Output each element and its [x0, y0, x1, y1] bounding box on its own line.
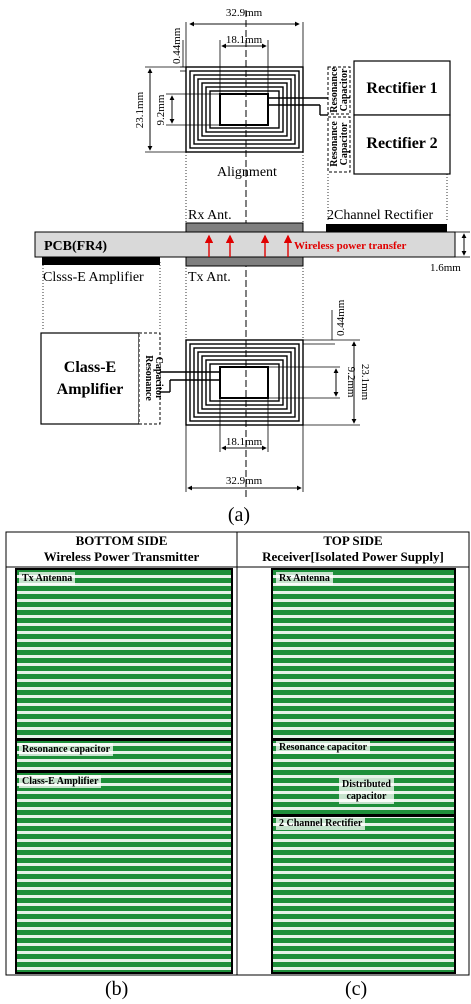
rx-resonance-capacitor: [327, 66, 351, 115]
rectifier-1-box: [353, 60, 451, 116]
two-channel-rectifier-photo-label: 2 Channel Rectifier: [276, 817, 366, 830]
pcb-board: [34, 231, 456, 258]
resonance-capacitor-right-label: Resonance capacitor: [276, 741, 371, 754]
class-e-amplifier-label: Class-E Amplifier: [19, 775, 102, 788]
resonance-capacitor-left-label: Resonance capacitor: [19, 743, 114, 756]
thickness-label: 1.6mm: [430, 262, 461, 274]
rectifier-2-label: Rectifier 2: [366, 135, 437, 152]
bottom-side-header: BOTTOM SIDE Wireless Power Transmitter: [6, 533, 237, 565]
rx-ant-block: [185, 222, 304, 233]
distributed-line-2: capacitor: [346, 791, 387, 802]
receiver-photo: [271, 568, 456, 974]
tx-height-dim: 23.1mm: [359, 364, 371, 401]
rx-ant-label: Rx Ant.: [188, 208, 232, 223]
rx-dimensions: [145, 21, 304, 153]
tx-res-cap-label-2: Capacitor: [153, 357, 164, 400]
top-side-header: TOP SIDE Receiver[Isolated Power Supply]: [237, 533, 469, 565]
top-side-title: TOP SIDE: [323, 533, 383, 548]
photo-divider: [17, 738, 231, 741]
tx-res-cap-label-1: Resonance: [143, 355, 154, 401]
thickness-dim: [455, 231, 470, 258]
photo-divider: [273, 814, 454, 817]
class-e-line-2: Amplifier: [57, 381, 124, 398]
rectifier-1-label: Rectifier 1: [366, 80, 437, 97]
tx-ant-label: Tx Ant.: [188, 270, 231, 285]
tx-inner-dim: 18.1mm: [226, 436, 263, 448]
class-e-amplifier-box: [40, 332, 140, 425]
rx-trace-dim: 0.44mm: [171, 27, 183, 64]
two-channel-rectifier-label: 2Channel Rectifier: [327, 208, 433, 223]
tx-antenna-label: Tx Antenna: [19, 572, 76, 585]
photo-divider: [17, 770, 231, 773]
rx-resonance-capacitor-2: [327, 116, 351, 173]
tx-ant-block: [185, 256, 304, 267]
pcb-label: PCB(FR4): [44, 239, 107, 254]
tx-trace-dim: 0.44mm: [335, 299, 347, 336]
wireless-power-transfer-label: Wireless power transfer: [294, 240, 407, 252]
alignment-label: Alignment: [217, 165, 277, 180]
caption-a: (a): [228, 504, 250, 526]
caption-b: (b): [105, 978, 129, 1000]
rx-antenna-label: Rx Antenna: [276, 572, 333, 585]
rx-coil: [185, 66, 328, 153]
transmitter-photo: [15, 568, 233, 974]
rx-res-cap-label-4: Capacitor: [339, 122, 350, 165]
rx-inner-dim: 18.1mm: [226, 34, 263, 46]
rx-outer-dim: 32.9mm: [226, 7, 263, 19]
rx-res-cap-label-1: Resonance: [329, 67, 340, 113]
rx-height-dim: 23.1mm: [134, 91, 146, 128]
rx-window-dim: 9.2mm: [155, 94, 167, 125]
rx-res-cap-label-2: Capacitor: [339, 68, 350, 111]
tx-outer-dim: 32.9mm: [226, 475, 263, 487]
photo-table: [5, 531, 470, 976]
distributed-line-1: Distributed: [342, 779, 391, 790]
tx-window-dim: 9.2mm: [345, 367, 357, 398]
tx-dimensions: [185, 310, 360, 492]
photo-divider: [273, 738, 454, 741]
caption-c: (c): [345, 978, 368, 1000]
amplifier-block: [42, 257, 160, 265]
rx-res-cap-label-3: Resonance: [329, 121, 340, 167]
guide-lines: [42, 152, 448, 340]
class-e-line-1: Class-E: [64, 359, 116, 376]
tx-coil: [160, 339, 304, 426]
distributed-capacitor-label: Distributed capacitor: [339, 778, 394, 804]
rectifier-2-box: [353, 114, 451, 175]
rectifier-block: [326, 224, 447, 232]
class-e-amplifier-text: Clsss-E Amplifier: [43, 270, 144, 285]
top-side-subtitle: Receiver[Isolated Power Supply]: [262, 549, 444, 564]
power-transfer-arrows: [204, 234, 293, 257]
bottom-side-subtitle: Wireless Power Transmitter: [43, 549, 200, 564]
bottom-side-title: BOTTOM SIDE: [75, 533, 168, 548]
tx-resonance-capacitor: [138, 332, 161, 425]
